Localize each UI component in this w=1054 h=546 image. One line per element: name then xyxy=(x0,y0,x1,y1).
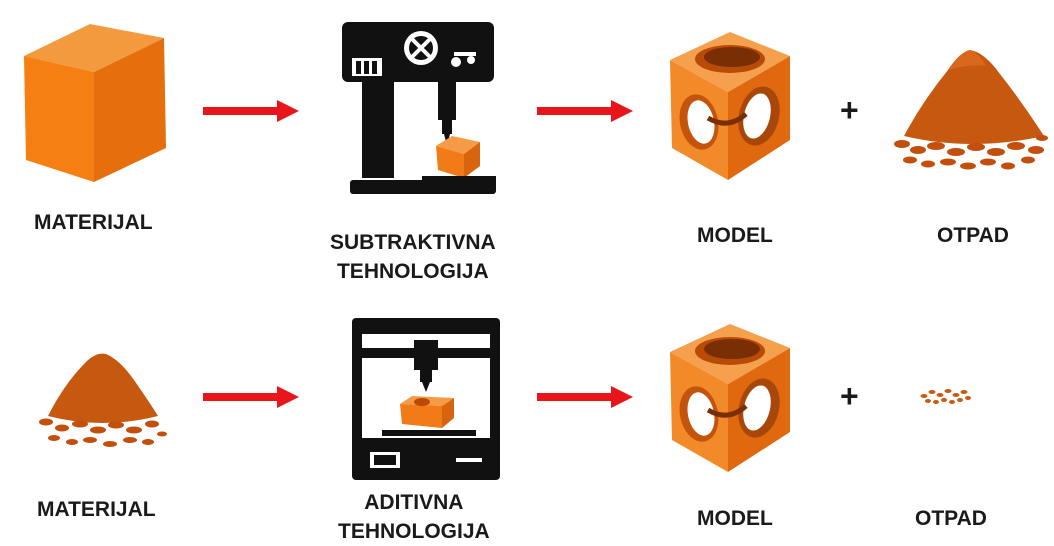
technology-label-line2: TEHNOLOGIJA xyxy=(338,520,490,543)
technology-label-subtractive: SUBTRAKTIVNA TEHNOLOGIJA xyxy=(330,228,496,286)
drill-press-icon xyxy=(342,22,496,194)
technology-label-additive: ADITIVNA TEHNOLOGIJA xyxy=(338,488,490,546)
right-arrow-icon xyxy=(537,386,633,408)
waste-label-additive: OTPAD xyxy=(915,507,987,530)
small-powder-heap-icon xyxy=(920,389,971,404)
orange-cube-icon xyxy=(24,24,166,182)
waste-label-subtractive: OTPAD xyxy=(937,224,1009,247)
right-arrow-icon xyxy=(537,100,633,122)
hollow-cube-model-icon xyxy=(668,322,793,477)
powder-heap-icon xyxy=(894,50,1048,170)
model-label-subtractive: MODEL xyxy=(697,224,773,247)
material-label-subtractive: MATERIJAL xyxy=(34,211,153,234)
right-arrow-icon xyxy=(203,100,299,122)
powder-heap-icon xyxy=(39,353,167,447)
right-arrow-icon xyxy=(203,386,299,408)
plus-sign: + xyxy=(840,378,859,414)
technology-label-line2: TEHNOLOGIJA xyxy=(336,260,489,283)
material-label-additive: MATERIJAL xyxy=(37,498,156,521)
3d-printer-icon xyxy=(352,318,500,480)
technology-label-line1: ADITIVNA xyxy=(364,491,464,514)
technology-label-line1: SUBTRAKTIVNA xyxy=(330,231,496,254)
hollow-cube-model-icon xyxy=(668,30,793,185)
plus-sign: + xyxy=(840,92,859,128)
model-label-additive: MODEL xyxy=(697,507,773,530)
